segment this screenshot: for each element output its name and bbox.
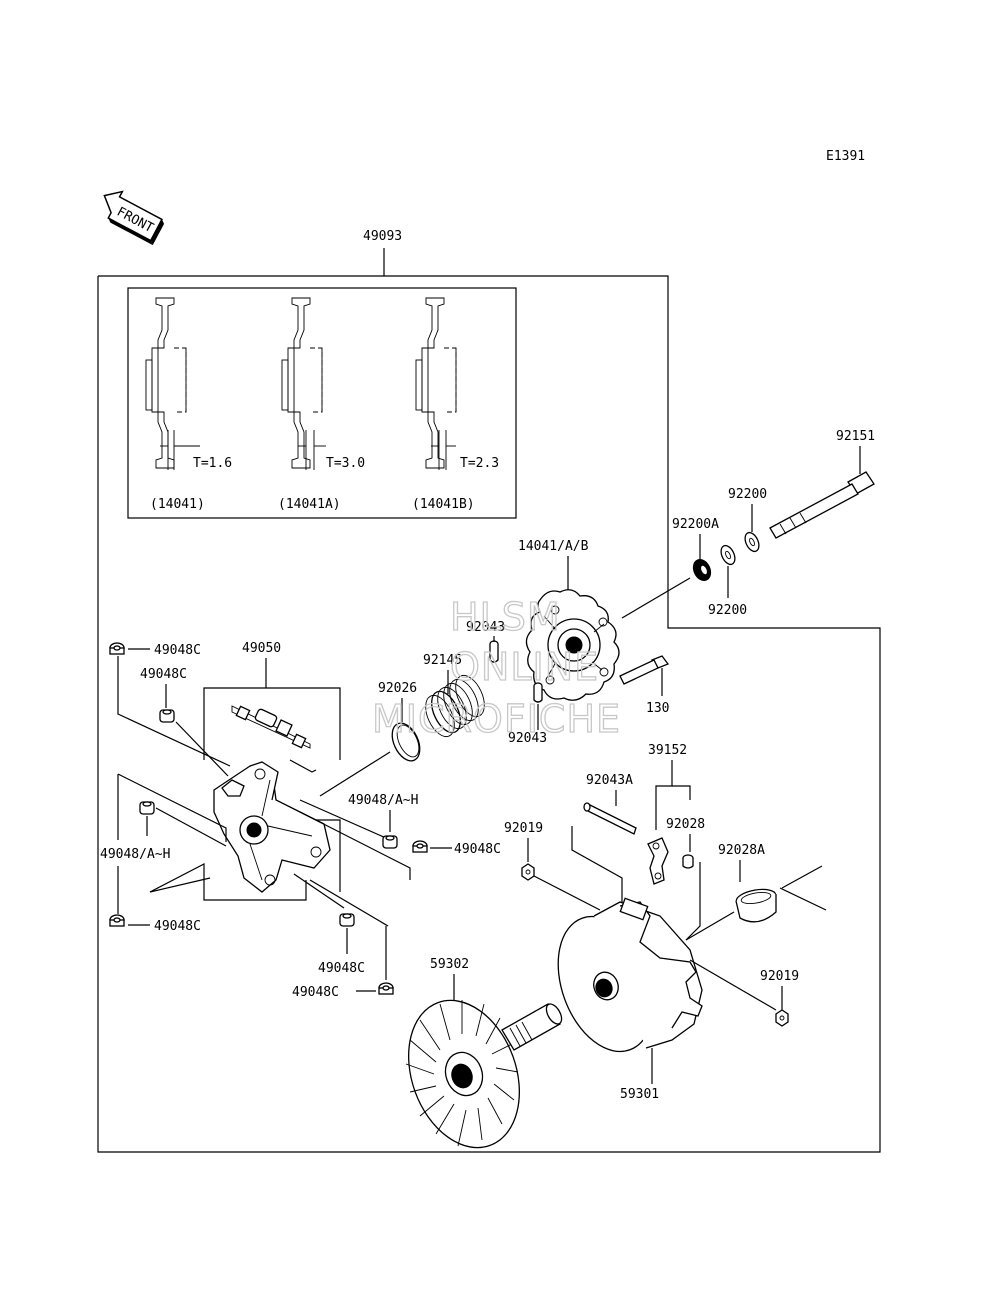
ring-part xyxy=(391,722,421,762)
movable-sheave-part xyxy=(557,897,703,1053)
arm-part xyxy=(647,837,669,885)
label-arm: 39152 xyxy=(648,743,687,758)
roller-parts xyxy=(231,705,311,749)
label-weight-right: 49048/A~H xyxy=(348,793,418,808)
label-nut-bl: 49048C xyxy=(154,919,201,934)
label-nut-92019-a: 92019 xyxy=(504,821,543,836)
label-nut-r: 49048C xyxy=(454,842,501,857)
label-spider-cover: 14041/A/B xyxy=(518,539,589,554)
fixed-sheave-part xyxy=(405,999,563,1149)
label-movable-sheave: 59301 xyxy=(620,1087,659,1102)
label-assembly: 49093 xyxy=(363,229,402,244)
watermark: HLSM ONLINE MICROFICHE xyxy=(371,594,621,741)
nut-92019-a-part xyxy=(521,863,535,881)
label-washer-top: 92200 xyxy=(728,487,767,502)
pin-a-part xyxy=(583,802,637,835)
nut-b1-part xyxy=(339,913,355,927)
label-nut-tl: 49048C xyxy=(154,643,201,658)
label-collar: 92028 xyxy=(666,817,705,832)
label-ring: 92026 xyxy=(378,681,417,696)
shim-inset: T=1.6 T=3.0 T=2.3 (14041) (14041A) (1404… xyxy=(127,287,517,519)
nut-bl-part xyxy=(109,914,125,927)
shim-thickness-2: T=3.0 xyxy=(326,456,365,471)
shim-part-3: (14041B) xyxy=(412,497,475,512)
washer-part-1 xyxy=(744,531,760,553)
spring-part xyxy=(425,674,485,738)
shim-profile-2 xyxy=(281,297,326,470)
shim-part-1: (14041) xyxy=(150,497,205,512)
nut-mid-left-part xyxy=(139,801,155,815)
diagram-code: E1391 xyxy=(826,149,865,164)
label-fixed-sheave: 59302 xyxy=(430,957,469,972)
bolt-part xyxy=(769,471,875,539)
shim-profile-3 xyxy=(415,297,457,470)
nut-mid-right-part xyxy=(382,835,398,849)
shim-thickness-3: T=2.3 xyxy=(460,456,499,471)
svg-text:ONLINE: ONLINE xyxy=(450,645,599,689)
washer-a-part xyxy=(692,558,712,582)
shim-thickness-1: T=1.6 xyxy=(193,456,232,471)
bushing-part xyxy=(735,888,777,923)
pin-lower-part xyxy=(533,682,543,703)
collar-part xyxy=(682,854,694,869)
nut-92019-b-part xyxy=(775,1009,789,1027)
nut-b2-part xyxy=(378,982,394,995)
label-nut-b1: 49048C xyxy=(318,961,365,976)
label-spring: 92145 xyxy=(423,653,462,668)
nut-tl2-part xyxy=(159,709,175,723)
label-washer-a: 92200A xyxy=(672,517,719,532)
label-bolt: 92151 xyxy=(836,429,875,444)
assembly-frame xyxy=(97,275,881,1153)
label-bushing: 92028A xyxy=(718,843,765,858)
label-weight-left: 49048/A~H xyxy=(100,847,170,862)
spider-part xyxy=(213,761,331,893)
screw-part xyxy=(619,655,670,685)
label-pin-upper: 92043 xyxy=(466,620,505,635)
label-pin-lower: 92043 xyxy=(508,731,547,746)
front-arrow-icon: FRONT xyxy=(103,190,165,246)
label-washer-bottom: 92200 xyxy=(708,603,747,618)
label-nut-92019-b: 92019 xyxy=(760,969,799,984)
label-nut-tl2: 49048C xyxy=(140,667,187,682)
svg-text:HLSM: HLSM xyxy=(450,595,561,639)
nut-r-part xyxy=(412,840,428,853)
label-nut-b2: 49048C xyxy=(292,985,339,1000)
washer-part-2 xyxy=(720,544,736,566)
shim-profile-1 xyxy=(145,297,200,470)
label-spider: 49050 xyxy=(242,641,281,656)
label-pin-a: 92043A xyxy=(586,773,633,788)
svg-text:MICROFICHE: MICROFICHE xyxy=(372,697,621,741)
label-screw: 130 xyxy=(646,701,669,716)
nut-tl-part xyxy=(109,642,125,655)
shim-part-2: (14041A) xyxy=(278,497,341,512)
spider-cover-part xyxy=(525,589,620,701)
